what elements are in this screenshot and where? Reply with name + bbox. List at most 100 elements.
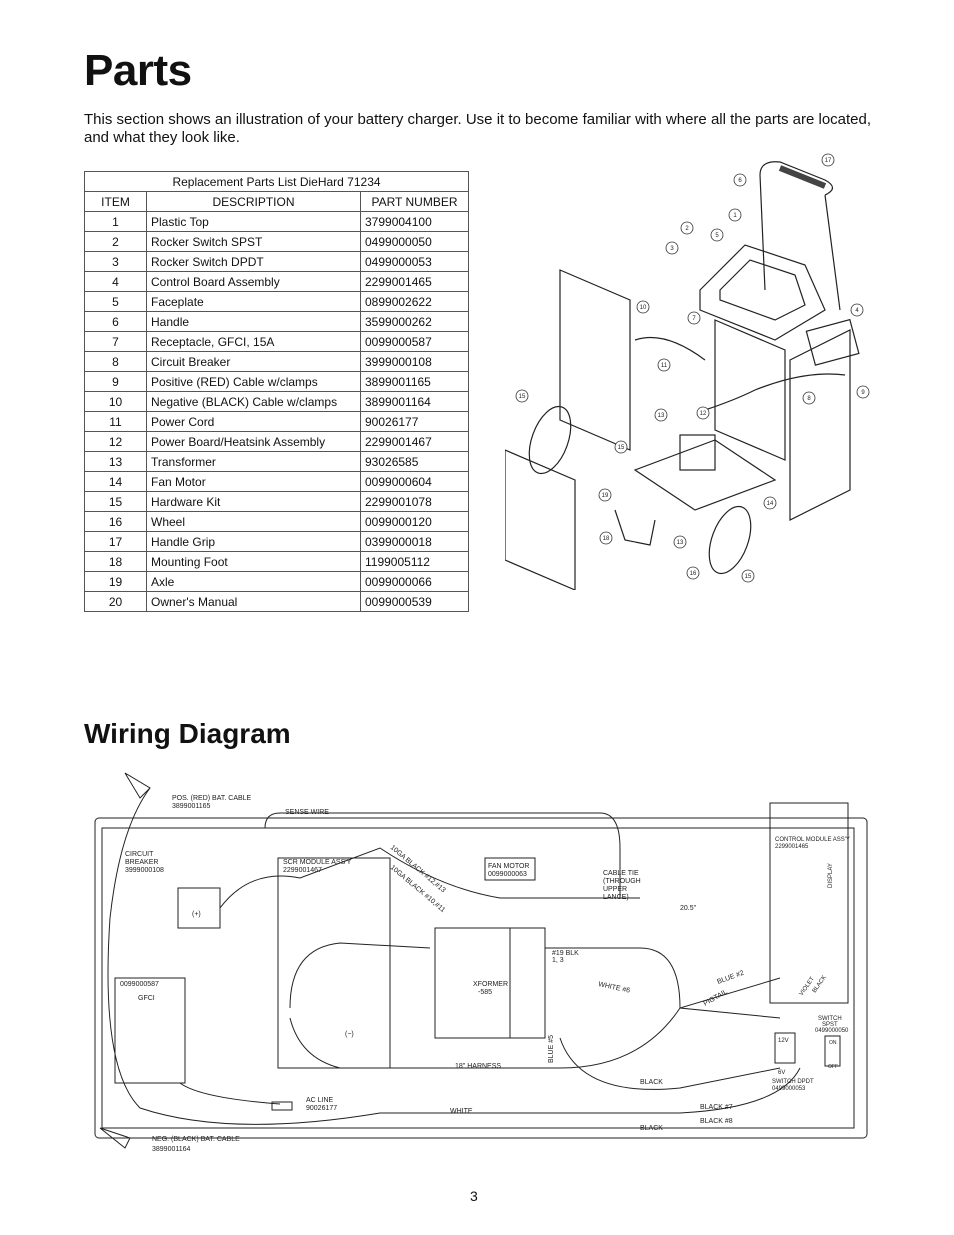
dimension-label: 20.5" — [680, 905, 697, 912]
description-cell: Axle — [146, 571, 361, 592]
item-cell: 15 — [84, 491, 147, 512]
wire-ac — [179, 1082, 281, 1105]
item-cell: 9 — [84, 371, 147, 392]
transformer-shape — [679, 434, 716, 471]
switch-dpdt-shape — [774, 1032, 796, 1064]
black-vertical-label: BLACK — [812, 975, 828, 995]
description-cell: Power Board/Heatsink Assembly — [146, 431, 361, 452]
description-cell: Handle — [146, 311, 361, 332]
part-number-cell: 2299001465 — [360, 271, 469, 292]
item-cell: 18 — [84, 551, 147, 572]
header-description: DESCRIPTION — [146, 191, 361, 212]
callout-number: 18 — [603, 536, 610, 542]
cable-tie-label-3: UPPER — [603, 886, 627, 893]
item-cell: 11 — [84, 411, 147, 432]
description-cell: Fan Motor — [146, 471, 361, 492]
callout-number: 13 — [677, 540, 684, 546]
control-board-shape — [805, 318, 860, 366]
switch-12v: 12V — [778, 1038, 789, 1044]
description-cell: Power Cord — [146, 411, 361, 432]
switch-on: ON — [829, 1040, 837, 1046]
callout-number: 19 — [602, 493, 609, 499]
wire-sense — [264, 812, 621, 898]
callout-circle — [733, 173, 747, 187]
part-number-cell: 0899002622 — [360, 291, 469, 312]
part-number-cell: 0499000050 — [360, 231, 469, 252]
xformer-label: XFORMER — [473, 981, 508, 988]
switch-dpdt-pn: 0499000053 — [772, 1086, 806, 1092]
part-number-cell: 93026585 — [360, 451, 469, 472]
item-cell: 5 — [84, 291, 147, 312]
description-cell: Positive (RED) Cable w/clamps — [146, 371, 361, 392]
description-cell: Rocker Switch SPST — [146, 231, 361, 252]
item-cell: 1 — [84, 211, 147, 232]
callout-circle — [654, 408, 668, 422]
wire-black-bundle — [219, 847, 640, 909]
breaker-label: CIRCUIT — [125, 851, 154, 858]
pos-clamp-icon — [124, 772, 151, 799]
faceplate-shape — [719, 259, 806, 321]
callout-circle — [710, 228, 724, 242]
pos-cable-pn: 3899001165 — [172, 803, 211, 810]
description-cell: Receptacle, GFCI, 15A — [146, 331, 361, 352]
switch-dpdt-label: SWITCH DPDT — [772, 1079, 814, 1085]
callout-circle — [515, 389, 529, 403]
switch-6v: 6V — [778, 1070, 785, 1076]
circuit-breaker-shape — [177, 887, 221, 929]
control-module-shape — [769, 802, 849, 1004]
part-number-cell: 0099000587 — [360, 331, 469, 352]
item-cell: 16 — [84, 511, 147, 532]
wiring-diagram-title: Wiring Diagram — [84, 718, 291, 749]
handle-outline — [759, 161, 841, 311]
black-bottom-label: BLACK — [640, 1125, 663, 1132]
wiring-diagram: POS. (RED) BAT. CABLE 3899001165 SENSE W… — [94, 772, 868, 1153]
callout-number: 13 — [658, 413, 665, 419]
item-cell: 4 — [84, 271, 147, 292]
cable-lines — [634, 336, 846, 411]
ac-line-label: AC LINE — [306, 1097, 334, 1104]
page-number: 3 — [470, 1188, 478, 1204]
part-number-cell: 3599000262 — [360, 311, 469, 332]
fan-motor-label: FAN MOTOR — [488, 863, 529, 870]
callout-circle — [728, 208, 742, 222]
enclosure-outer — [94, 817, 868, 1139]
description-cell: Wheel — [146, 511, 361, 532]
wire-blue — [559, 1037, 781, 1090]
wire-harness — [289, 942, 781, 1069]
part-number-cell: 2299001078 — [360, 491, 469, 512]
description-cell: Handle Grip — [146, 531, 361, 552]
page-title: Parts — [84, 46, 192, 95]
transformer-windings — [509, 927, 546, 1039]
mounting-foot-shape — [614, 509, 656, 546]
part-number-cell: 0099000066 — [360, 571, 469, 592]
side-panel-right — [789, 329, 851, 521]
scr-minus: (−) — [345, 1031, 354, 1038]
item-cell: 19 — [84, 571, 147, 592]
switch-spst-label-2: SPST — [822, 1022, 838, 1028]
fan-motor-shape — [484, 857, 536, 881]
scr-pn: 2299001467 — [283, 867, 322, 874]
callout-number: 9 — [861, 390, 865, 396]
item-cell: 14 — [84, 471, 147, 492]
callout-circle — [614, 440, 628, 454]
callout-circle — [636, 300, 650, 314]
part-number-cell: 1199005112 — [360, 551, 469, 572]
gfci-pn: 0099000587 — [120, 981, 159, 988]
intro-paragraph: This section shows an illustration of yo… — [84, 111, 872, 146]
part-number-cell: 3899001165 — [360, 371, 469, 392]
ac-line-pn: 90026177 — [306, 1105, 337, 1112]
callout-circle — [802, 391, 816, 405]
breaker-label-2: BREAKER — [125, 859, 158, 866]
control-module-pn: 2299001465 — [775, 844, 809, 850]
description-cell: Hardware Kit — [146, 491, 361, 512]
callout-number: 2 — [685, 226, 689, 232]
callout-number: 15 — [745, 574, 752, 580]
neg-cable-pn: 3899001164 — [152, 1146, 191, 1153]
side-panel-left — [559, 269, 631, 451]
part-number-cell: 0099000539 — [360, 591, 469, 612]
